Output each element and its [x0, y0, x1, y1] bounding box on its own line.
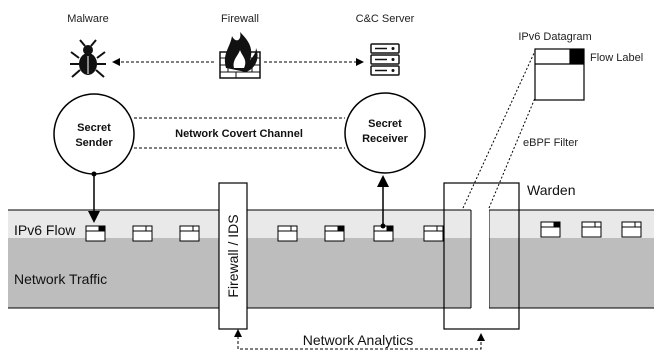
ipv6-datagram-box	[534, 48, 585, 101]
server-icon	[370, 43, 400, 76]
covert-channel-label: Network Covert Channel	[175, 128, 303, 140]
packet-10	[621, 221, 642, 238]
secret-sender-line1: Secret	[77, 122, 111, 134]
secret-receiver-line1: Secret	[368, 118, 402, 130]
ipv6-datagram-label: IPv6 Datagram	[518, 31, 591, 43]
network-analytics-path	[237, 331, 485, 350]
secret-receiver-node: Secret Receiver	[344, 92, 426, 174]
ipv6-flow-label: IPv6 Flow	[14, 222, 76, 238]
firewall-ids-label: Firewall / IDS	[225, 214, 241, 297]
packet-7	[423, 225, 444, 242]
warden-box	[443, 182, 520, 330]
packet-4	[277, 225, 298, 242]
firewall-label: Firewall	[221, 13, 259, 25]
secret-sender-line2: Sender	[75, 137, 113, 149]
packet-5	[324, 225, 345, 242]
malware-label: Malware	[67, 13, 109, 25]
secret-sender-node: Secret Sender	[53, 93, 135, 175]
packet-9	[581, 221, 602, 238]
firewall-ids-pillar: Firewall / IDS	[218, 182, 248, 330]
bug-icon	[70, 39, 106, 78]
flow-label-field	[570, 49, 584, 64]
packet-2	[132, 225, 153, 242]
packet-1	[85, 225, 106, 242]
network-analytics-label: Network Analytics	[303, 332, 413, 348]
zoom-line-left	[462, 50, 536, 209]
network-traffic-label: Network Traffic	[14, 271, 107, 287]
secret-receiver-line2: Receiver	[362, 133, 409, 145]
cnc-server-label: C&C Server	[356, 13, 415, 25]
firewall-icon	[219, 32, 261, 79]
flow-label-label: Flow Label	[590, 52, 643, 64]
packet-8	[540, 221, 561, 238]
ebpf-filter-label: eBPF Filter	[523, 137, 578, 149]
warden-label: Warden	[527, 182, 576, 198]
packet-3	[179, 225, 200, 242]
